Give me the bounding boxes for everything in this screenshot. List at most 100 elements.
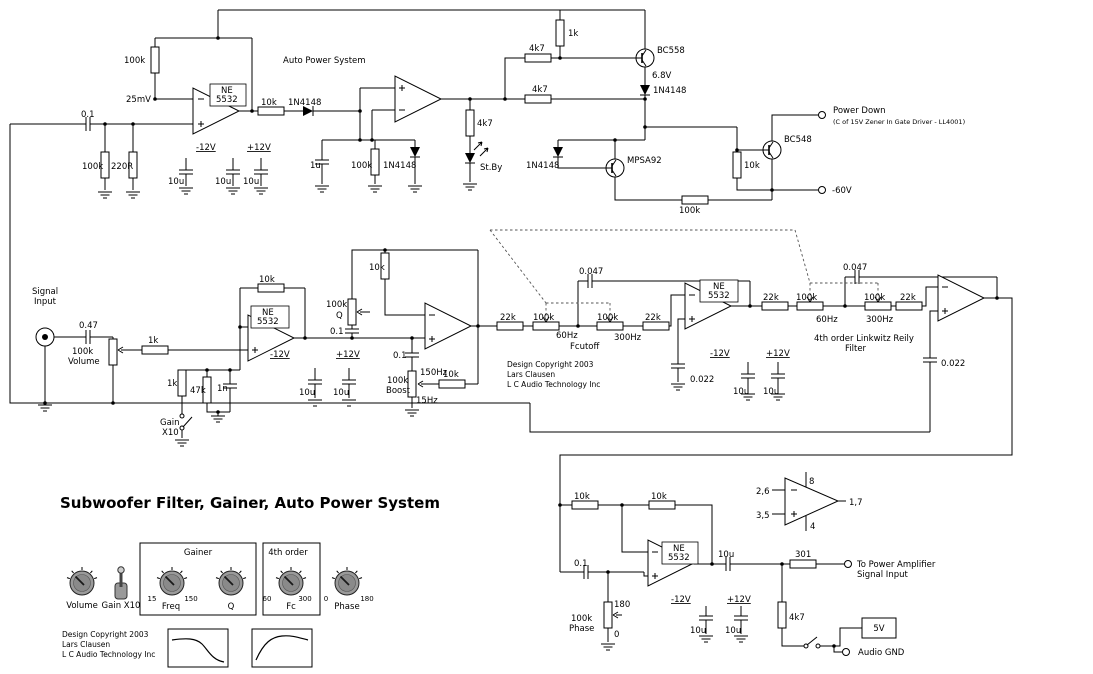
resistor-4k7 xyxy=(524,53,552,63)
r-10k-u1: 10k xyxy=(261,98,277,108)
pot-100k-freq xyxy=(864,301,892,311)
r-10k-gainfb: 10k xyxy=(259,275,275,285)
panel-60: 60 xyxy=(263,595,272,603)
pot-phase-0: 0 xyxy=(614,630,619,640)
terminal-output xyxy=(844,560,852,568)
junction xyxy=(735,148,739,152)
resistor-10k xyxy=(257,283,285,293)
u4-ne: NE xyxy=(713,282,725,292)
resistor-10k xyxy=(571,500,599,510)
ne5532-label-box xyxy=(250,305,290,329)
label-out-1: To Power Amplifier xyxy=(856,560,936,570)
junction xyxy=(770,188,774,192)
v-minus12-u1: -12V xyxy=(196,143,216,153)
f-150hz: 150Hz xyxy=(420,368,448,378)
box-5v: 5V xyxy=(873,624,884,634)
5v-supply-box xyxy=(861,617,897,639)
phase-knob xyxy=(331,566,363,596)
copyright-bottom-3: L C Audio Technology Inc xyxy=(62,650,155,659)
junction xyxy=(303,336,307,340)
f-300hz-2: 300Hz xyxy=(866,315,894,325)
sw-gain-2: X10 xyxy=(162,428,179,438)
r-47k: 47k xyxy=(190,386,206,396)
capacitor-10u xyxy=(733,615,749,621)
copyright-mid-1: Design Copyright 2003 xyxy=(507,360,594,369)
opamp-pinout-icon xyxy=(784,477,840,526)
junction xyxy=(103,122,107,126)
u4-5532: 5532 xyxy=(708,291,730,301)
pot-q-value: 100k xyxy=(326,300,347,310)
label-linkwitz-1: 4th order Linkwitz Reily xyxy=(814,334,914,344)
c-10u-ph1: 10u xyxy=(690,626,706,636)
junction xyxy=(358,109,362,113)
diode-1n4148-icon xyxy=(409,146,421,158)
freq-knob xyxy=(156,566,188,596)
ground-icon xyxy=(225,187,241,195)
term-power-down: Power Down xyxy=(833,106,886,116)
c-1n: 1n xyxy=(217,384,228,394)
resistor-10k xyxy=(438,379,466,389)
panel-volume: Volume xyxy=(66,601,98,611)
resistor-10k xyxy=(732,151,742,179)
sw-gain-1: Gain xyxy=(160,418,180,428)
transistor-mpsa92-icon xyxy=(605,158,625,178)
junction xyxy=(205,368,209,372)
pot-f2: 100k xyxy=(597,313,618,323)
junction xyxy=(468,97,472,101)
ne5532-label-box xyxy=(699,279,739,303)
capacitor-01 xyxy=(404,352,420,358)
r-4k7-vert: 4k7 xyxy=(477,119,493,129)
grounds xyxy=(37,183,786,651)
v-minus12-u4: -12V xyxy=(710,349,730,359)
pot-volume-value: 100k xyxy=(72,347,93,357)
terminal-power-down xyxy=(818,111,826,119)
capacitor-10u xyxy=(253,169,269,175)
u6-5532: 5532 xyxy=(668,553,690,563)
terminals-and-switches xyxy=(35,111,897,656)
capacitor-10u xyxy=(178,169,194,175)
r-10k-bc548: 10k xyxy=(744,161,760,171)
junction xyxy=(238,325,242,329)
opamp-icon xyxy=(394,75,442,123)
panel-300: 300 xyxy=(298,595,311,603)
mute-switch-contact xyxy=(815,643,821,649)
capacitor-10u xyxy=(740,373,756,379)
junction xyxy=(43,401,47,405)
section-title-auto-power: Auto Power System xyxy=(283,56,366,66)
panel-150: 150 xyxy=(184,595,197,603)
junction xyxy=(643,97,647,101)
volume-knob xyxy=(66,566,98,596)
gain-switch-lever xyxy=(182,416,193,428)
gang-line xyxy=(489,229,879,317)
r-4k7-a: 4k7 xyxy=(529,44,545,54)
u1-ne: NE xyxy=(221,86,233,96)
wire-run-top-right xyxy=(441,10,818,201)
c-10u-7: 10u xyxy=(763,387,779,397)
junction xyxy=(780,562,784,566)
resistor-22k xyxy=(642,321,670,331)
pin-8: 8 xyxy=(809,477,814,487)
signal-input-pin xyxy=(42,334,48,340)
signal-input-1: Signal xyxy=(32,287,58,297)
r-10k-vert2: 10k xyxy=(369,263,385,273)
pot-phase-180: 180 xyxy=(614,600,630,610)
f-15hz: 15Hz xyxy=(416,396,438,406)
capacitor-0022 xyxy=(922,357,938,363)
junction xyxy=(216,410,220,414)
ground-icon xyxy=(407,185,423,193)
r-10k-boost: 10k xyxy=(443,370,459,380)
panel-freq: Freq xyxy=(162,602,180,612)
v-6v8: 6.8V xyxy=(652,71,672,81)
stby-led-icon xyxy=(464,152,476,164)
u6-ne: NE xyxy=(673,544,685,554)
ug-5532: 5532 xyxy=(257,317,279,327)
label-out-2: Signal Input xyxy=(857,570,908,580)
f-60hz-2: 60Hz xyxy=(816,315,838,325)
pot-100k-freq xyxy=(796,301,824,311)
r-10k-phase1: 10k xyxy=(574,492,590,502)
diode-1n4148-icon xyxy=(552,146,564,158)
r-22k-1: 22k xyxy=(500,313,516,323)
r-100k-divider: 100k xyxy=(82,162,103,172)
d-1n4148-b: 1N4148 xyxy=(383,161,416,171)
